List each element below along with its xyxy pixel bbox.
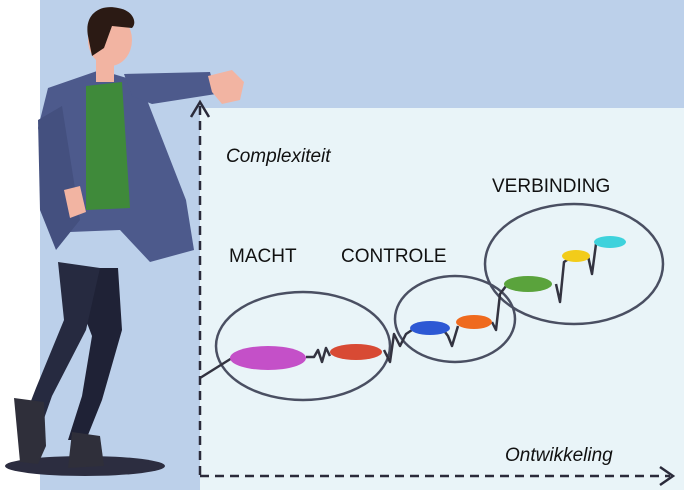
raised-arm <box>124 72 216 104</box>
step-purple <box>230 346 306 370</box>
leg-left <box>22 262 100 430</box>
shoe-left <box>14 398 46 464</box>
step-red <box>330 344 382 360</box>
hair-shape <box>87 7 135 56</box>
step-yellow <box>562 250 590 262</box>
stage-label-controle: CONTROLE <box>341 246 447 267</box>
y-axis-arrow <box>189 99 211 118</box>
diagram-panel <box>200 108 684 490</box>
lower-hand <box>64 186 86 218</box>
x-axis-arrow <box>659 465 676 487</box>
step-orange <box>456 315 492 329</box>
leg-right <box>66 268 122 440</box>
hand-shape <box>208 70 244 104</box>
stage-ellipse-macht <box>214 290 392 402</box>
step-blue <box>410 321 450 335</box>
shoe-right <box>68 432 104 468</box>
axes <box>189 99 676 487</box>
shirt-shape <box>86 82 130 210</box>
stage-ellipses <box>214 202 665 402</box>
person-illustration <box>5 7 244 476</box>
x-axis-label: Ontwikkeling <box>505 445 613 466</box>
steps <box>230 236 626 370</box>
step-cyan <box>594 236 626 248</box>
stage-label-macht: MACHT <box>229 246 297 267</box>
stage-ellipse-verbinding <box>483 202 665 326</box>
stage-label-verbinding: VERBINDING <box>492 176 611 197</box>
step-green <box>504 276 552 292</box>
growth-line <box>199 240 603 380</box>
y-axis-label: Complexiteit <box>226 146 331 167</box>
stage-ellipse-controle <box>393 274 517 364</box>
